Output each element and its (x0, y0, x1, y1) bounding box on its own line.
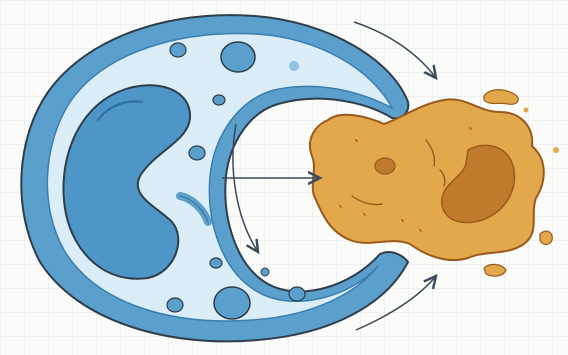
vesicle-large (221, 42, 255, 72)
vesicle (167, 298, 183, 312)
debris-fragment (540, 231, 552, 244)
vesicle (170, 43, 186, 57)
vesicle (213, 95, 225, 105)
vesicle-large (214, 287, 250, 319)
debris-fragment (484, 264, 506, 276)
vesicle (210, 258, 222, 268)
vesicle (289, 287, 305, 301)
debris-dot (524, 108, 529, 113)
vesicle (289, 61, 299, 71)
vesicle (261, 268, 269, 276)
debris-dot (553, 147, 559, 153)
vesicle (189, 146, 205, 160)
target-organelle (375, 158, 395, 174)
